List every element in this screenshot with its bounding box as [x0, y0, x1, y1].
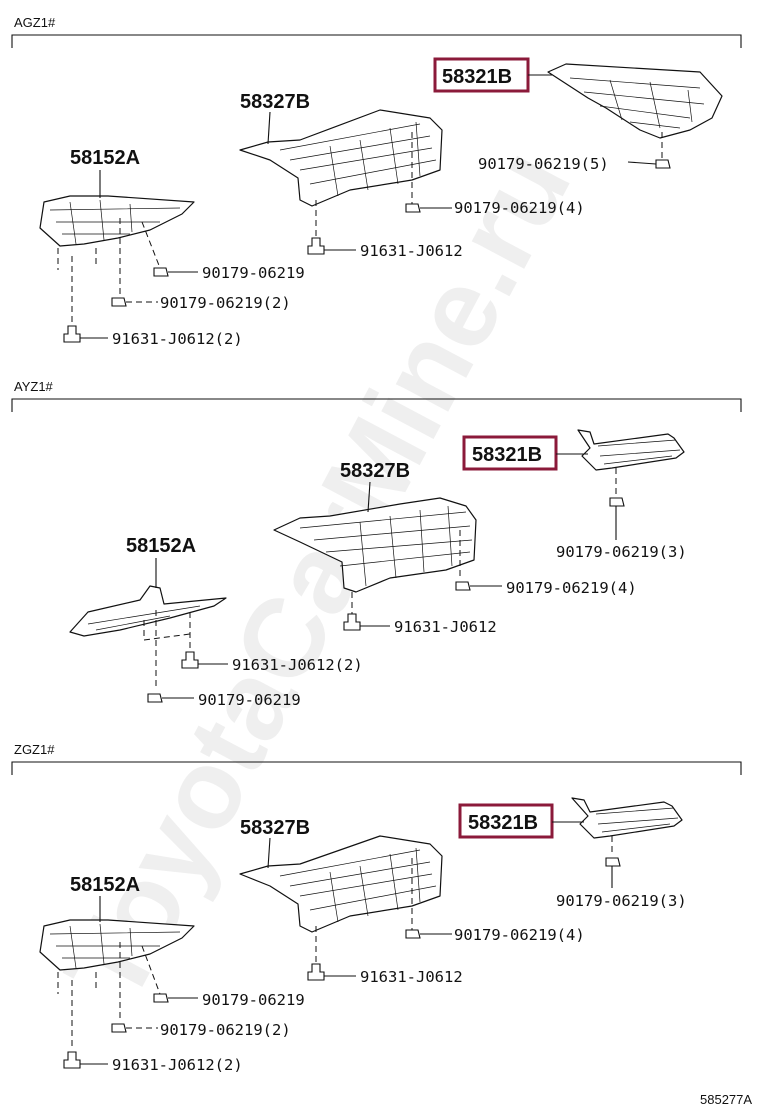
nut-icon [405, 203, 421, 213]
part-label-58152a[interactable]: 58152A [126, 535, 196, 557]
hardware-label[interactable]: 90179-06219 [198, 691, 301, 709]
part-58321b[interactable] [577, 429, 685, 471]
hardware-label[interactable]: 91631-J0612 [360, 968, 463, 986]
nut-icon [111, 297, 127, 307]
part-label-58321b[interactable]: 58321B [468, 812, 538, 834]
assembly-line [143, 633, 191, 641]
section-zgz1: ZGZ1# 58321B 58327B 58152A [11, 742, 742, 1074]
part-58152a[interactable] [69, 585, 227, 637]
hardware-label[interactable]: 91631-J0612 [360, 242, 463, 260]
section-title: ZGZ1# [14, 742, 55, 757]
nut-icon [405, 929, 421, 939]
assembly-line [141, 221, 161, 269]
nut-icon [655, 159, 671, 169]
nut-icon [605, 857, 621, 867]
part-label-58327b[interactable]: 58327B [240, 91, 310, 113]
hardware-label[interactable]: 90179-06219(4) [454, 926, 585, 944]
part-highlight-box [462, 435, 558, 471]
nut-icon [153, 993, 169, 1003]
part-highlight-box [458, 803, 554, 839]
hardware-label[interactable]: 90179-06219(4) [454, 199, 585, 217]
hardware-label[interactable]: 91631-J0612(2) [112, 1056, 243, 1074]
section-bracket [11, 34, 742, 48]
part-58321b[interactable] [571, 797, 683, 839]
bolt-icon [181, 651, 199, 669]
hardware-label[interactable]: 90179-06219(2) [160, 294, 291, 312]
hardware-label[interactable]: 90179-06219 [202, 264, 305, 282]
section-agz1: AGZ1# 58321B 58327B 58152A [11, 15, 742, 348]
nut-icon [153, 267, 169, 277]
part-58327b[interactable] [273, 497, 477, 593]
section-title: AYZ1# [14, 379, 54, 394]
part-label-58321b[interactable]: 58321B [442, 66, 512, 88]
bolt-icon [63, 325, 81, 343]
part-58327b[interactable] [239, 835, 443, 933]
diagram-reference-code: 585277A [700, 1092, 752, 1107]
hardware-label[interactable]: 91631-J0612 [394, 618, 497, 636]
hardware-label[interactable]: 91631-J0612(2) [112, 330, 243, 348]
assembly-line [141, 945, 161, 995]
bolt-icon [307, 963, 325, 981]
part-58152a[interactable] [39, 919, 195, 971]
nut-icon [111, 1023, 127, 1033]
leader-line [267, 111, 271, 145]
hardware-label[interactable]: 90179-06219(3) [556, 543, 687, 561]
hardware-label[interactable]: 90179-06219(2) [160, 1021, 291, 1039]
hardware-label[interactable]: 91631-J0612(2) [232, 656, 363, 674]
part-label-58152a[interactable]: 58152A [70, 147, 140, 169]
hardware-label[interactable]: 90179-06219 [202, 991, 305, 1009]
hardware-label[interactable]: 90179-06219(3) [556, 892, 687, 910]
part-label-58327b[interactable]: 58327B [240, 817, 310, 839]
section-ayz1: AYZ1# 58321B 58327B 58152A [11, 379, 742, 709]
hardware-label[interactable]: 90179-06219(5) [478, 155, 609, 173]
nut-icon [455, 581, 471, 591]
part-label-58327b[interactable]: 58327B [340, 460, 410, 482]
bolt-icon [63, 1051, 81, 1069]
part-58152a[interactable] [39, 195, 195, 247]
section-bracket [11, 761, 742, 775]
nut-icon [147, 693, 163, 703]
section-title: AGZ1# [14, 15, 56, 30]
bolt-icon [307, 237, 325, 255]
part-58321b[interactable] [547, 63, 723, 139]
section-bracket [11, 398, 742, 412]
leader-line [267, 837, 271, 869]
bolt-icon [343, 613, 361, 631]
part-label-58321b[interactable]: 58321B [472, 444, 542, 466]
part-58327b[interactable] [239, 109, 443, 207]
hardware-label[interactable]: 90179-06219(4) [506, 579, 637, 597]
part-label-58152a[interactable]: 58152A [70, 874, 140, 896]
nut-icon [609, 497, 625, 507]
leader-line [367, 481, 371, 513]
leader-line [627, 161, 657, 165]
